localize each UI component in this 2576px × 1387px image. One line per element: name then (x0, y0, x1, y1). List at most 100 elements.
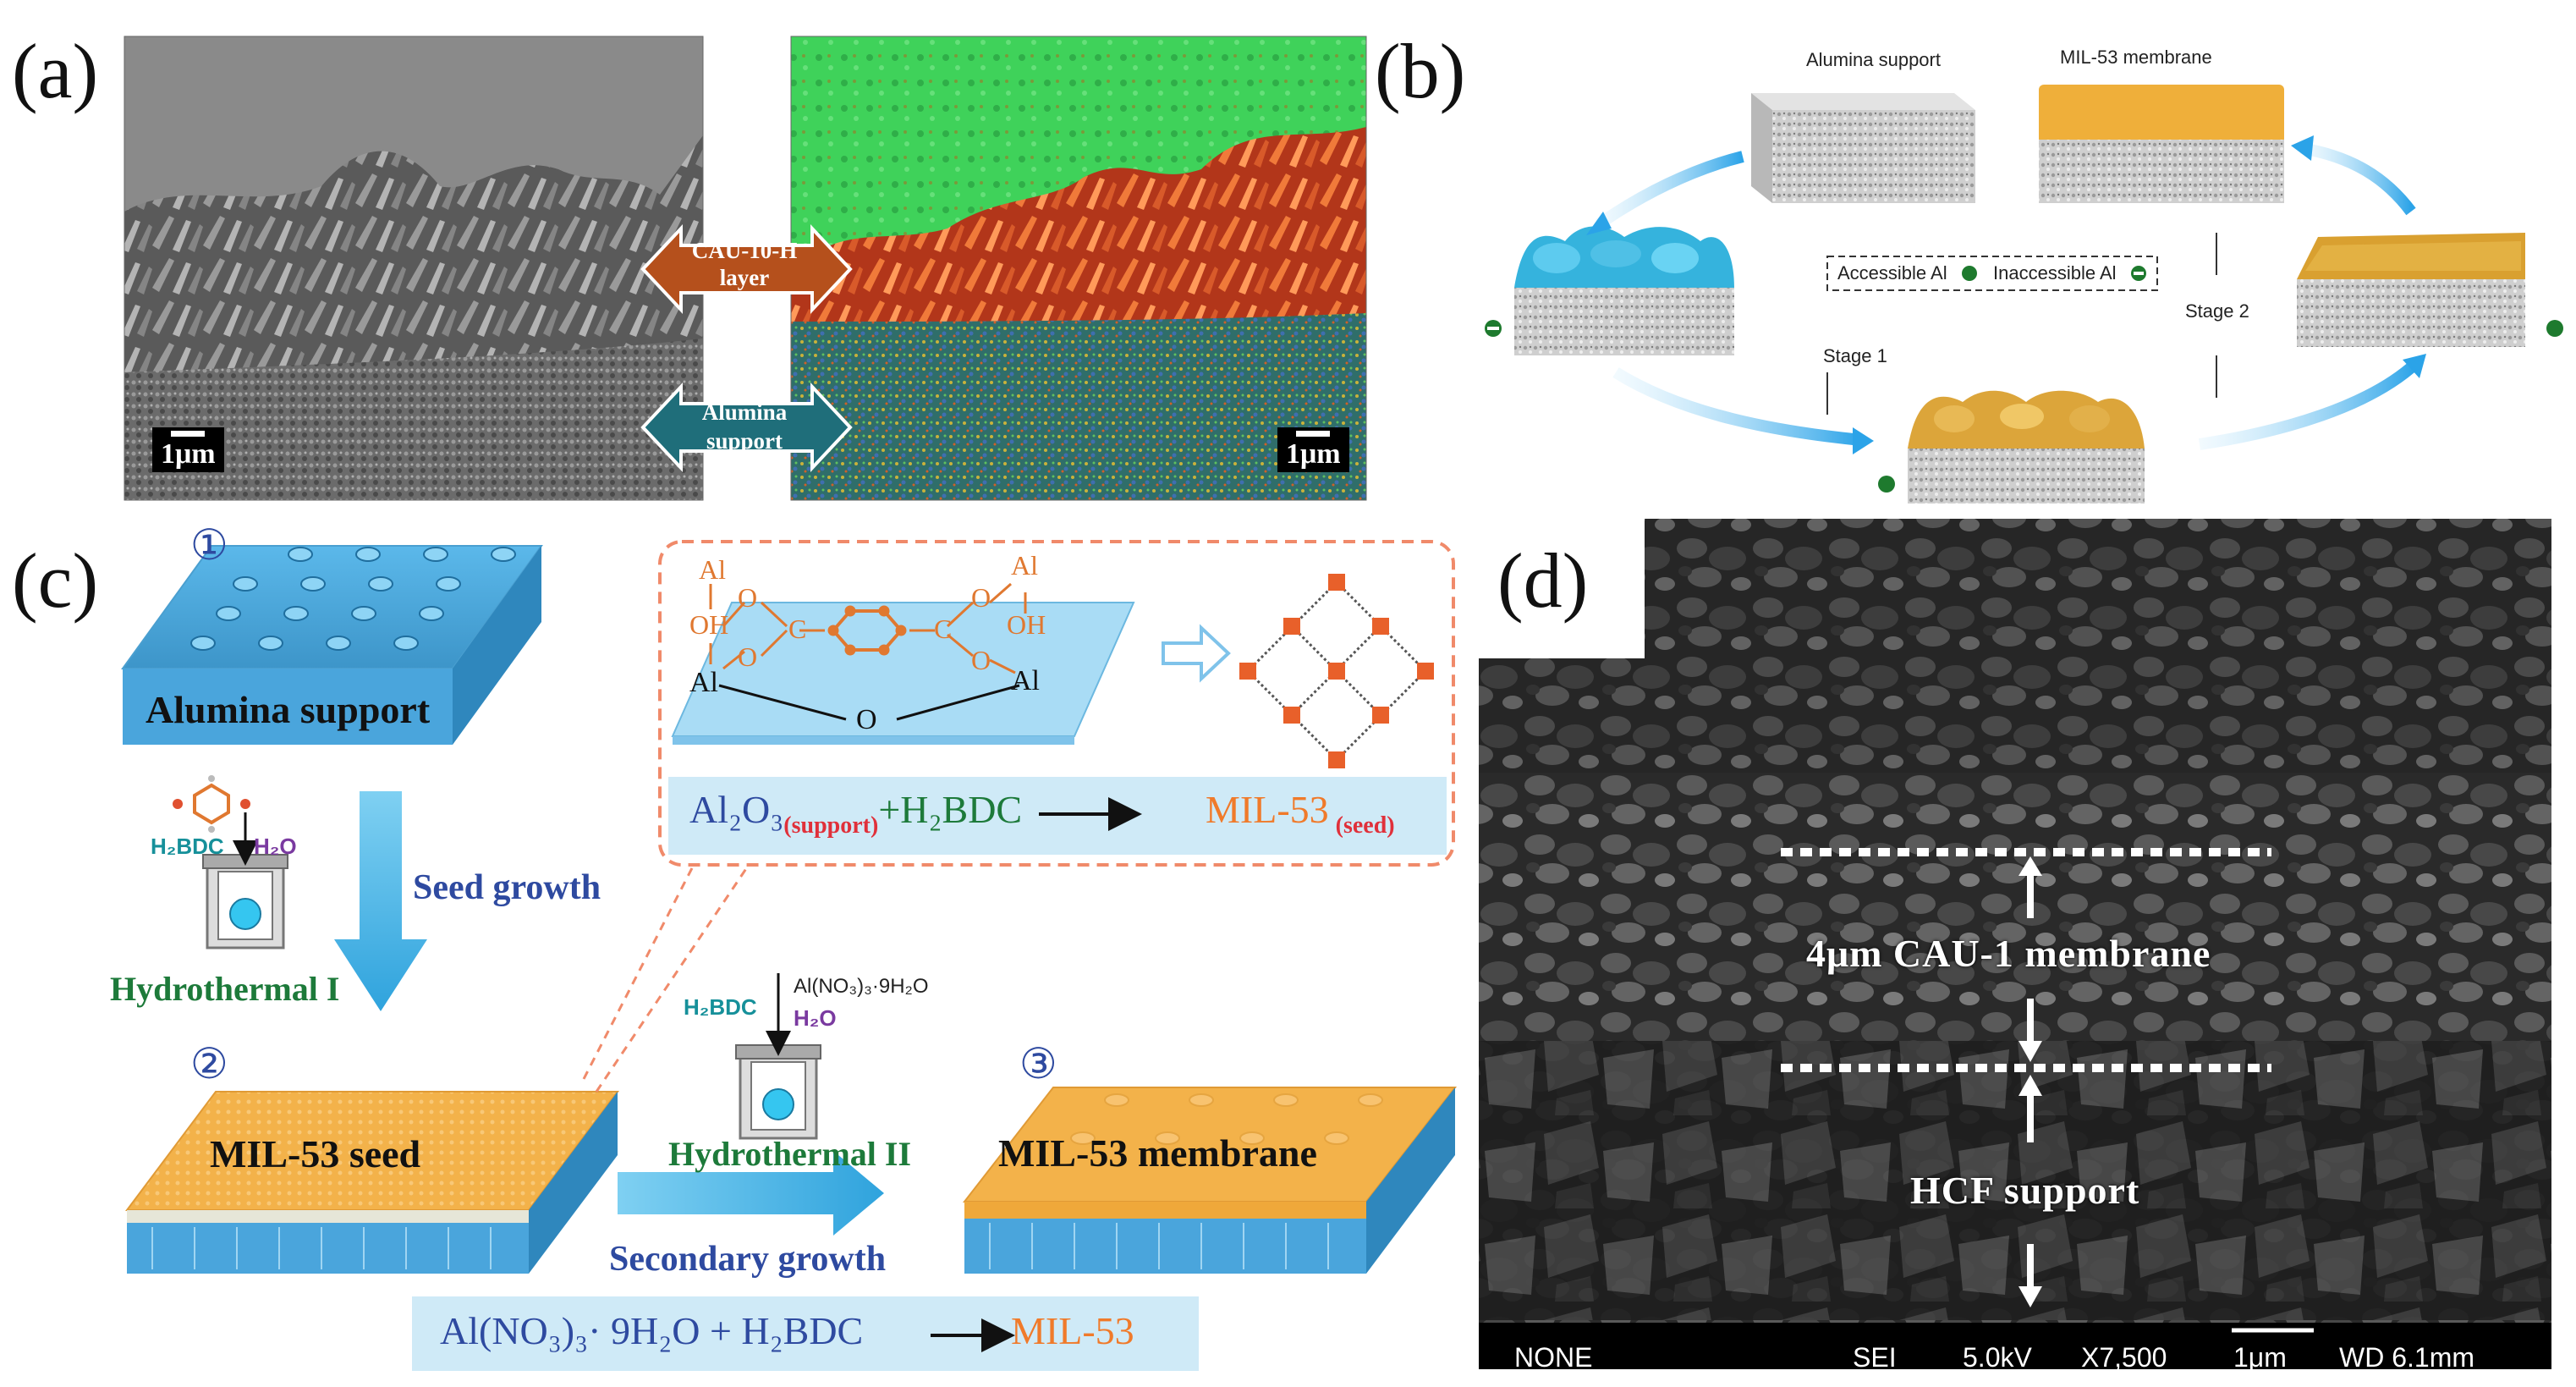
layer-label: CAU-10-H layer (685, 237, 804, 291)
c-hydrothermal1-label: Hydrothermal I (110, 970, 340, 1008)
layer-label-line2: layer (719, 265, 770, 290)
b-inaccessible-label: Inaccessible Al (1993, 262, 2117, 283)
c-vessel-2 (735, 973, 821, 1140)
scale-bar-left-line (171, 431, 206, 437)
c-inset-equation-product: MIL-53(seed) (1206, 787, 1395, 839)
marker-accessible (1962, 266, 1977, 281)
c-inset-connector-1 (582, 864, 695, 1080)
b-stage1-label: Stage 1 (1823, 345, 1887, 366)
d-footer-magnification: X7,500 (2081, 1342, 2167, 1373)
scale-bar-right-line (1296, 431, 1331, 437)
b-alumina-label: Alumina support (1806, 49, 1941, 70)
scale-bar-right-text: 1μm (1286, 438, 1341, 470)
panel-a-letter: (a) (12, 28, 99, 114)
c-inset-al-br: Al (1011, 665, 1040, 696)
b-arrow-bottom-left (1612, 367, 1862, 446)
c-inset-bonds (709, 582, 1027, 674)
panel-d-letter: (d) (1497, 537, 1589, 624)
c-inset-o3: O (971, 582, 991, 613)
panel-b (1485, 85, 2563, 504)
c-step3-num: ③ (1019, 1039, 1057, 1088)
panel-b-letter: (b) (1375, 28, 1466, 114)
c-step2-num: ② (190, 1039, 228, 1088)
c-inset-eq-mid: +H₂BDC (878, 788, 1023, 831)
c-vessel-1 (202, 812, 288, 949)
c-seed-growth-arrow (334, 791, 427, 1011)
c-alumina-label: Alumina support (146, 688, 431, 731)
c-seed-growth-label: Seed growth (413, 868, 601, 907)
c-inset-eq-support: (support) (783, 812, 879, 839)
b-alumina-block (1751, 93, 1975, 203)
c-inset-eq-product: MIL-53 (1206, 788, 1329, 831)
d-footer-mode: NONE (1514, 1342, 1593, 1373)
scale-bar-left-text: 1μm (161, 438, 216, 470)
b-blue-block (1514, 226, 1734, 355)
c-inset-o1: O (738, 582, 758, 613)
c-main-equation: Al(NO₃)₃· 9H₂O + H₂BDC (440, 1309, 864, 1352)
c-hydrothermal2-label: Hydrothermal II (668, 1135, 912, 1173)
c-inset-o4: O (971, 645, 991, 675)
layer-double-arrow (640, 223, 853, 315)
c-seed-block (125, 1091, 619, 1274)
c-inset-al-tr: Al (1011, 550, 1038, 581)
d-footer-wd: WD 6.1mm (2339, 1342, 2474, 1373)
c-inset-oh-l: OH (689, 609, 729, 640)
support-label-line2: support (706, 428, 783, 454)
d-footer-voltage: 5.0kV (1963, 1342, 2032, 1373)
b-membrane-block (2039, 85, 2284, 203)
c-h2bdc-label-1: H₂BDC (151, 834, 224, 859)
c-inset-box (658, 540, 1455, 867)
c-secondary-growth-label: Secondary growth (609, 1240, 887, 1279)
c-membrane-label: MIL-53 membrane (998, 1131, 1317, 1175)
c-inset-oh-r: OH (1007, 609, 1046, 640)
panel-a (124, 36, 1367, 501)
scale-bar-right: 1μm (1277, 427, 1349, 472)
c-secondary-growth-arrow (618, 1151, 884, 1236)
c-h2o-label-1: H₂O (254, 834, 297, 859)
panel-c-letter: (c) (12, 537, 99, 624)
support-label: Alumina support (685, 398, 804, 455)
b-membrane-label: MIL-53 membrane (2060, 47, 2212, 68)
eds-image-right (790, 36, 1367, 501)
c-inset-o-bottom: O (856, 704, 877, 735)
c-main-eq-band (412, 1296, 1199, 1371)
c-inset-c-right: C (934, 614, 953, 644)
d-support-label: HCF support (1910, 1169, 2140, 1212)
b-arrow-top-right (2299, 142, 2416, 216)
c-h2bdc-label-2: H₂BDC (684, 994, 757, 1020)
scale-bar-left: 1μm (152, 427, 224, 472)
b-gold-layer-block (2297, 233, 2525, 347)
c-framework-nodes (1239, 574, 1434, 768)
c-inset-hollow-arrow (1162, 624, 1231, 683)
c-membrane-block (962, 1087, 1458, 1274)
d-footer-detector: SEI (1853, 1342, 1897, 1373)
c-inset-eq-seed: (seed) (1335, 812, 1395, 839)
b-arrow-bottom-right (2198, 359, 2419, 450)
c-alumina-block (121, 545, 543, 745)
support-label-line1: Alumina (701, 399, 788, 425)
c-h2bdc-molecule (173, 775, 250, 833)
support-double-arrow (640, 382, 853, 473)
marker-gold-layer (2546, 320, 2563, 337)
b-arrow-top-left (1595, 151, 1744, 229)
marker-gold-block (1878, 476, 1895, 493)
d-footer-bar (1479, 1323, 2551, 1369)
c-inset-al-tl: Al (699, 554, 726, 585)
d-letter-bg (1479, 519, 1645, 658)
c-step1-num: ① (190, 520, 228, 570)
panel-d (1479, 519, 2551, 1369)
b-stage2-label: Stage 2 (2185, 300, 2249, 322)
c-h2o-label-2: H₂O (794, 1005, 837, 1031)
c-inset-bottom-bracket (718, 684, 1020, 721)
c-seed-label: MIL-53 seed (210, 1132, 421, 1175)
d-arrows (2019, 856, 2042, 1307)
c-inset-equation: Al₂O₃(support)+H₂BDC (689, 787, 1023, 839)
sem-image-left (124, 36, 704, 501)
b-gold-crystal-block (1908, 390, 2145, 504)
c-inset-c-left: C (788, 614, 807, 644)
c-aln-label: Al(NO₃)₃·9H₂O (794, 975, 929, 998)
b-accessible-label: Accessible Al (1837, 262, 1947, 283)
d-membrane-label: 4μm CAU-1 membrane (1806, 932, 2211, 975)
b-legend-box (1826, 256, 2158, 291)
